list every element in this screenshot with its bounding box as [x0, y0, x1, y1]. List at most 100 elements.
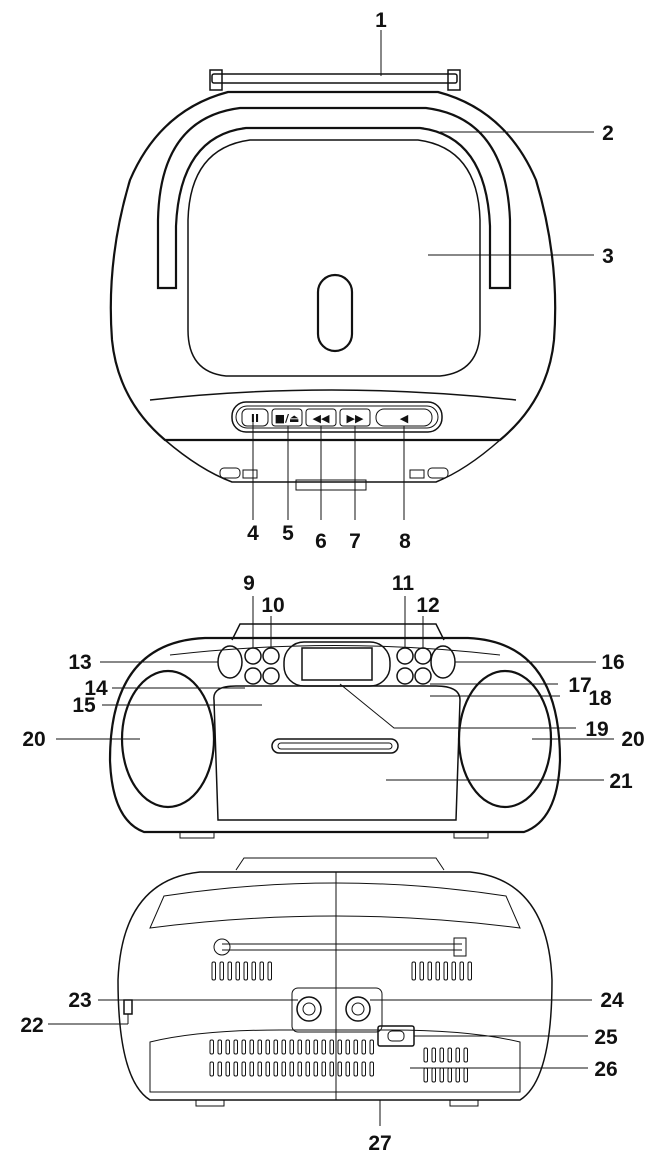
- callout-22: 22: [20, 1014, 43, 1037]
- button-18[interactable]: [414, 667, 432, 685]
- battery-compartment: [149, 1029, 521, 1093]
- button-10[interactable]: [262, 647, 280, 665]
- vent-slot: [361, 1039, 366, 1055]
- button-16[interactable]: [430, 645, 456, 679]
- vent-slot: [353, 1039, 358, 1055]
- callout-6: 6: [315, 530, 327, 553]
- vent-slot: [313, 1061, 318, 1077]
- vent-slot: [209, 1039, 214, 1055]
- vent-slot: [217, 1039, 222, 1055]
- callout-23: 23: [68, 989, 91, 1012]
- vent-slot: [447, 1067, 452, 1083]
- leader-lines-rear: [48, 999, 592, 1126]
- cassette-door: [213, 685, 461, 821]
- vent-slot: [439, 1047, 444, 1063]
- vent-slot: [297, 1061, 302, 1077]
- button-panel: II ■/⏏ ◀◀ ▶▶ ◀: [231, 401, 443, 433]
- callout-20-right: 20: [621, 728, 644, 751]
- vent-slot: [289, 1039, 294, 1055]
- vent-slot: [249, 1039, 254, 1055]
- front-foot-left: [179, 831, 215, 839]
- vent-slot: [265, 1039, 270, 1055]
- button-15[interactable]: [262, 667, 280, 685]
- front-handle: [231, 623, 445, 641]
- skip-forward-button[interactable]: ▶▶: [339, 408, 371, 427]
- jack-23[interactable]: [296, 996, 322, 1022]
- callout-4: 4: [247, 522, 259, 545]
- button-12[interactable]: [414, 647, 432, 665]
- rear-body-outline: [117, 871, 553, 1101]
- vent-slot: [273, 1039, 278, 1055]
- front-slot-right: [409, 467, 449, 479]
- skip-back-button[interactable]: ◀◀: [305, 408, 337, 427]
- vent-slot: [329, 1061, 334, 1077]
- front-foot-right: [453, 831, 489, 839]
- vent-slot: [443, 961, 448, 981]
- stop-eject-button[interactable]: ■/⏏: [271, 408, 303, 427]
- callout-10: 10: [261, 594, 284, 617]
- vent-slot: [431, 1047, 436, 1063]
- vent-slot: [337, 1039, 342, 1055]
- front-top-panel: [169, 645, 501, 656]
- side-plug: [123, 999, 133, 1015]
- callout-17: 17: [568, 674, 591, 697]
- antenna: [209, 69, 461, 91]
- button-14[interactable]: [244, 667, 262, 685]
- bottom-vents: [209, 1039, 468, 1083]
- vent-slot: [297, 1039, 302, 1055]
- button-13[interactable]: [217, 645, 243, 679]
- lcd-display: [301, 647, 373, 681]
- vent-slot: [281, 1061, 286, 1077]
- vent-slot: [233, 1039, 238, 1055]
- cd-lid: [187, 139, 481, 377]
- vent-slot: [455, 1067, 460, 1083]
- button-17[interactable]: [396, 667, 414, 685]
- ac-socket-inner: [387, 1030, 405, 1042]
- front-view: [56, 596, 614, 839]
- front-slot-left: [219, 467, 258, 479]
- rear-antenna: [213, 937, 467, 957]
- mode-symbol: ◀: [400, 412, 409, 425]
- front-slot-center: [295, 479, 367, 491]
- skip-back-symbol: ◀◀: [313, 412, 330, 425]
- callout-24: 24: [600, 989, 624, 1012]
- button-11[interactable]: [396, 647, 414, 665]
- rear-foot-left: [195, 1099, 225, 1107]
- vent-slot: [211, 961, 216, 981]
- callout-labels: 1 2 3 4 5 6 7 8 9 10 11 12 13 14 15 16 1…: [20, 9, 644, 1155]
- top-vents: [211, 961, 472, 981]
- callout-1: 1: [375, 9, 387, 32]
- vent-slot: [281, 1039, 286, 1055]
- carry-handle: [156, 106, 512, 290]
- vent-slot: [217, 1061, 222, 1077]
- vent-slot: [419, 961, 424, 981]
- callout-27: 27: [368, 1132, 391, 1155]
- vent-slot: [451, 961, 456, 981]
- vent-slot: [267, 961, 272, 981]
- vent-slot: [329, 1039, 334, 1055]
- callout-19: 19: [585, 718, 608, 741]
- vent-slot: [427, 961, 432, 981]
- vent-slot: [305, 1039, 310, 1055]
- callout-15: 15: [72, 694, 96, 717]
- vent-slot: [227, 961, 232, 981]
- vent-slot: [435, 961, 440, 981]
- callout-20-left: 20: [22, 728, 45, 751]
- vent-slot: [369, 1061, 374, 1077]
- button-9[interactable]: [244, 647, 262, 665]
- vent-slot: [423, 1067, 428, 1083]
- mode-button[interactable]: ◀: [375, 408, 433, 427]
- vent-slot: [235, 961, 240, 981]
- callout-12: 12: [416, 594, 439, 617]
- vent-slot: [447, 1047, 452, 1063]
- vent-slot: [257, 1039, 262, 1055]
- jack-24[interactable]: [345, 996, 371, 1022]
- ac-socket[interactable]: [377, 1025, 415, 1047]
- vent-slot: [423, 1047, 428, 1063]
- callout-25: 25: [594, 1026, 618, 1049]
- play-pause-button[interactable]: II: [241, 408, 269, 427]
- callout-8: 8: [399, 530, 411, 553]
- callout-5: 5: [282, 522, 294, 545]
- vent-slot: [225, 1061, 230, 1077]
